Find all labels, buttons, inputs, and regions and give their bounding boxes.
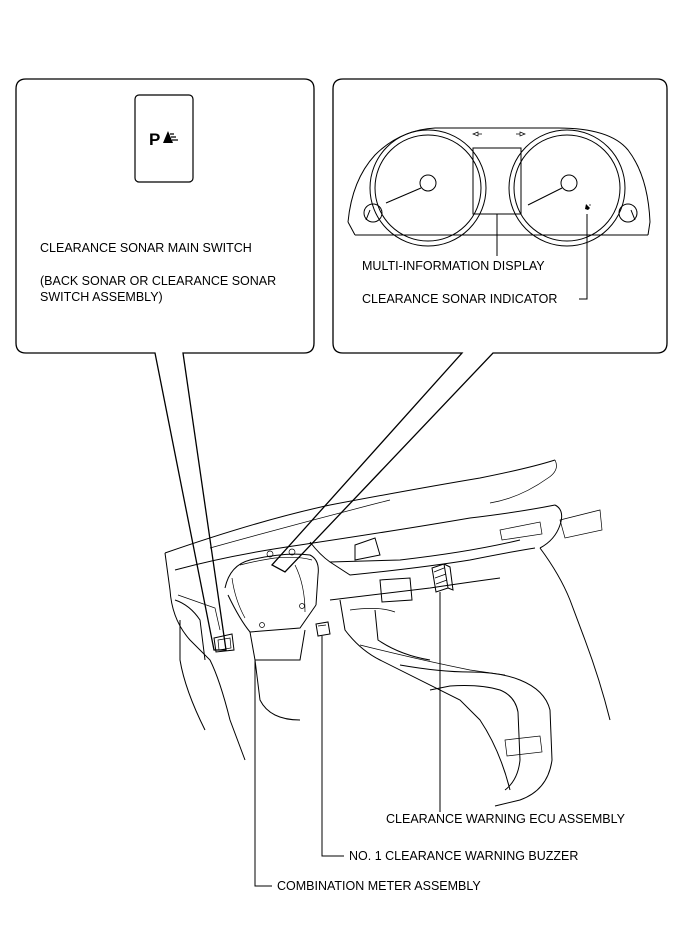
- label-multi-display: MULTI-INFORMATION DISPLAY: [362, 259, 545, 273]
- part-leaders: [254, 592, 441, 887]
- label-warning-ecu: CLEARANCE WARNING ECU ASSEMBLY: [386, 812, 625, 826]
- label-main-switch: CLEARANCE SONAR MAIN SWITCH: [40, 241, 252, 255]
- meter-callout: [270, 78, 668, 573]
- sonar-main-switch-icon: P: [134, 94, 194, 183]
- label-switch-assembly-line1: (BACK SONAR OR CLEARANCE SONAR: [40, 274, 277, 288]
- dashboard-line-art: [164, 459, 611, 807]
- switch-callout: [15, 78, 315, 651]
- callout-leaders: [496, 214, 588, 300]
- label-combination-meter: COMBINATION METER ASSEMBLY: [277, 879, 481, 893]
- instrument-cluster-detail: [347, 127, 651, 247]
- switch-p-glyph: P: [149, 130, 160, 149]
- label-sonar-indicator: CLEARANCE SONAR INDICATOR: [362, 292, 558, 306]
- label-switch-assembly-line2: SWITCH ASSEMBLY): [40, 290, 163, 304]
- label-buzzer: NO. 1 CLEARANCE WARNING BUZZER: [349, 849, 579, 863]
